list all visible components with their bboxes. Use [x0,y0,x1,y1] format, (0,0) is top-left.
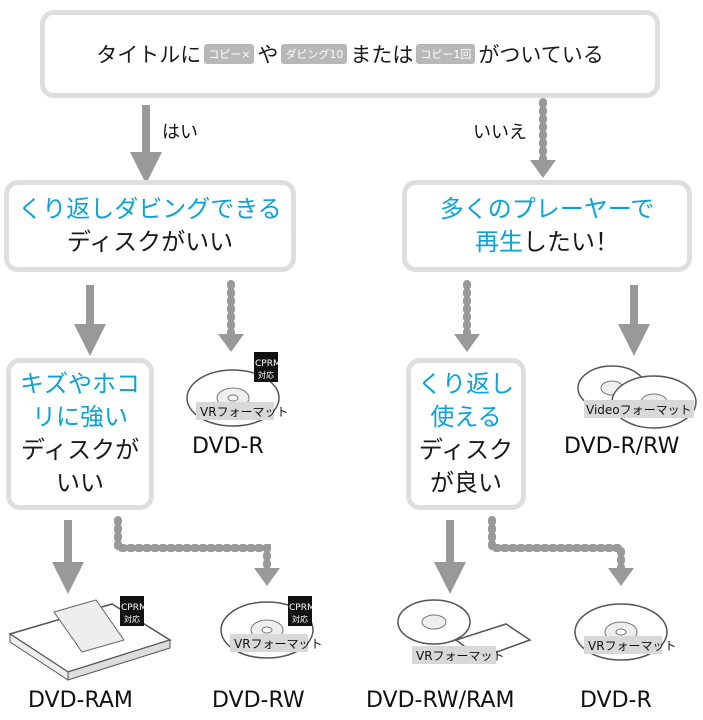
right-q-want: したい！ [523,228,619,256]
scratch-q-line4: いい [56,469,104,497]
disc-dvdram-cartridge-icon: CPRM 対応 [8,596,172,681]
taiou-label-mid: 対応 [258,370,274,380]
no-label: いいえ [473,122,527,143]
vr-format-label-mid: VRフォーマット [200,405,289,419]
result-dvdr-bottom: DVD-R [580,688,652,713]
scratch-q-line3: ディスクが [20,436,140,464]
top-text-4: がついている [478,43,604,67]
cprm-label-ram: CPRM [121,603,147,613]
yes-label: はい [162,122,198,143]
left-q-line1: くり返しダビングできる [18,195,282,223]
vr-format-label-bottom: VRフォーマット [588,639,677,653]
scratch-q-line2: リに強い [32,403,128,431]
cprm-label-rw: CPRM [289,603,315,613]
vr-format-label-rw: VRフォーマット [234,637,323,651]
disc-dvdrrw-video-icon: Videoフォーマット [577,365,697,429]
result-dvdrwram: DVD-RW/RAM [366,688,515,713]
reuse-q-line2: 使える [430,403,502,431]
disc-dvdr-vr-icon: VRフォーマット CPRM 対応 [186,352,289,427]
reuse-q-line3: ディスク [418,436,514,464]
top-text-3: または [350,43,414,67]
reuse-q-line4: が良い [430,469,502,497]
question-many-players: 多くのプレーヤーで 再生したい！ [402,180,692,272]
video-format-label: Videoフォーマット [586,403,692,417]
arrow-dvdr-bottom-dotted [488,516,625,574]
result-dvdrw: DVD-RW [212,688,305,713]
result-dvdrrw: DVD-R/RW [564,434,680,459]
left-q-line2: ディスクがいい [66,228,234,256]
result-dvdram: DVD-RAM [28,688,133,713]
taiou-label-ram: 対応 [124,614,140,624]
arrow-dvdrw-dotted [114,516,271,574]
result-dvdr-mid: DVD-R [192,434,264,459]
top-text-2: や [257,43,279,67]
dubbing10-badge: ダビング10 [281,44,348,64]
reuse-q-line1: くり返し [418,370,514,398]
question-scratch-resistant: キズやホコ リに強い ディスクが いい [6,358,154,510]
disc-dvdr-bottom-vr-icon: VRフォーマット [574,603,677,661]
question-reusable: くり返し 使える ディスク が良い [406,358,526,510]
disc-dvdrw-vr-icon: VRフォーマット CPRM 対応 [220,596,323,659]
right-q-line1: 多くのプレーヤーで [439,195,655,223]
question-top: タイトルに コピー× や ダビング10 または コピー1回 がついている [40,10,660,98]
disc-dvdrwram-icon: VRフォーマット [397,599,532,664]
taiou-label-rw: 対応 [292,614,308,624]
vr-format-label-rwram: VRフォーマット [416,649,505,663]
top-text-1: タイトルに [96,43,202,67]
copy-never-badge: コピー× [204,44,255,64]
cprm-label-mid: CPRM [255,359,281,369]
question-repeat-dubbing: くり返しダビングできる ディスクがいい [4,180,296,272]
right-q-play: 再生 [475,228,523,256]
scratch-q-line1: キズやホコ [20,370,140,398]
copy-once-badge: コピー1回 [416,44,476,64]
